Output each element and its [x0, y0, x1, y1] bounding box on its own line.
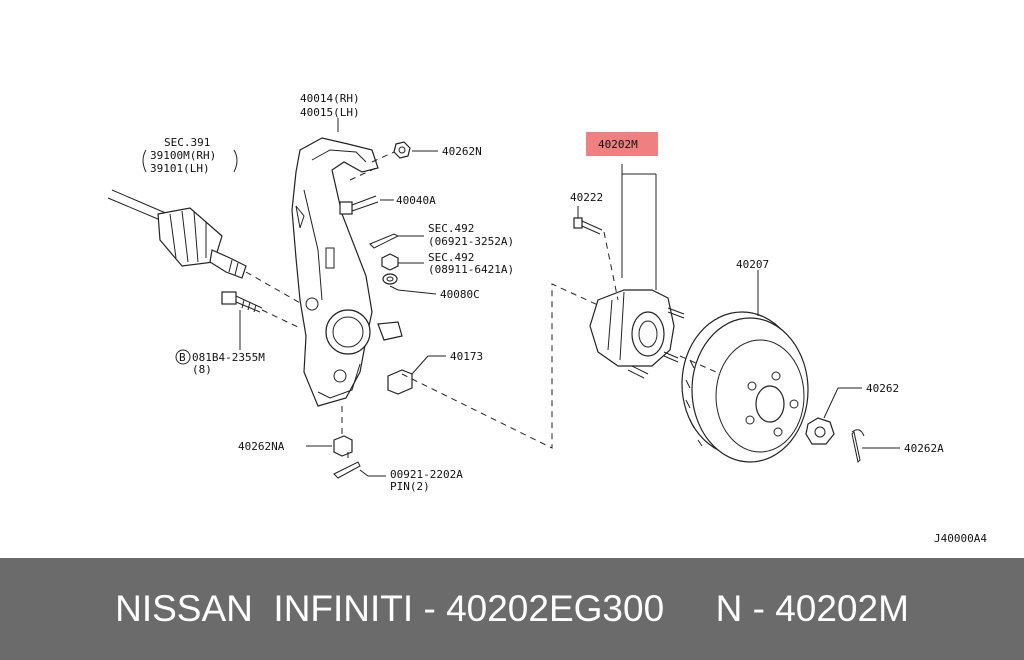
bolt-icon: [339, 195, 379, 215]
label-081b4-qty: (8): [192, 363, 212, 376]
footer-part-number: 40202EG300: [446, 588, 665, 629]
label-40173: 40173: [450, 350, 483, 363]
nut-icon: [382, 273, 398, 285]
nut-icon: [333, 435, 353, 457]
cotter-pin-icon: [369, 233, 400, 249]
label-pin-part: 00921-2202A: [390, 468, 463, 481]
nut-icon: [393, 141, 411, 159]
label-40040a: 40040A: [396, 194, 436, 207]
label-knuckle-rh: 40014(RH): [300, 92, 360, 105]
label-40262a: 40262A: [904, 442, 944, 455]
label-081b4-code: 081B4-2355M: [192, 351, 265, 364]
footer-brand: NISSAN INFINITI: [115, 588, 414, 629]
footer-banner: NISSAN INFINITI - 40202EG300 N - 40202M: [0, 558, 1024, 660]
label-sec492-b-title: SEC.492: [428, 251, 474, 264]
label-40207: 40207: [736, 258, 769, 271]
label-pin-qty: PIN(2): [390, 480, 430, 493]
label-sec391-title: SEC.391: [164, 136, 210, 149]
circled-b-icon: [175, 349, 191, 365]
label-knuckle-lh: 40015(LH): [300, 106, 360, 119]
cotter-pin-icon: [333, 461, 361, 479]
bolt-icon: [573, 217, 603, 235]
bolt-icon: [221, 291, 263, 313]
highlight-box: [586, 132, 658, 156]
driveshaft-icon: [107, 189, 247, 279]
footer-gap: [664, 588, 715, 630]
brake-rotor-icon: [681, 311, 809, 463]
footer-short-part: 40202M: [775, 588, 909, 629]
label-sec492-a-title: SEC.492: [428, 222, 474, 235]
label-sec492-b-part: (08911-6421A): [428, 263, 514, 276]
cotter-pin-icon: [851, 429, 865, 464]
label-40262na: 40262NA: [238, 440, 285, 453]
nut-icon: [381, 253, 399, 271]
label-081b4-prefix: B: [179, 351, 186, 364]
label-sec492-a-part: (06921-3252A): [428, 235, 514, 248]
label-diagram-code: J40000A4: [934, 532, 987, 545]
label-40202m: 40202M: [598, 138, 638, 151]
nut-icon: [805, 417, 835, 445]
footer-separator: -: [413, 588, 447, 629]
label-40080c: 40080C: [440, 288, 480, 301]
nut-icon: [387, 369, 413, 395]
footer-separator: -: [742, 588, 776, 629]
steering-knuckle-icon: [291, 137, 403, 407]
label-40222: 40222: [570, 191, 603, 204]
wheel-hub-icon: [589, 289, 685, 379]
label-sec391-rh: 39100M(RH): [150, 149, 216, 162]
label-40262n: 40262N: [442, 145, 482, 158]
label-sec391-lh: 39101(LH): [150, 162, 210, 175]
footer-short-brand: N: [715, 588, 743, 629]
parts-diagram: 40014(RH) 40015(LH) 40262N 40040A SEC.49…: [107, 92, 987, 545]
label-40262: 40262: [866, 382, 899, 395]
